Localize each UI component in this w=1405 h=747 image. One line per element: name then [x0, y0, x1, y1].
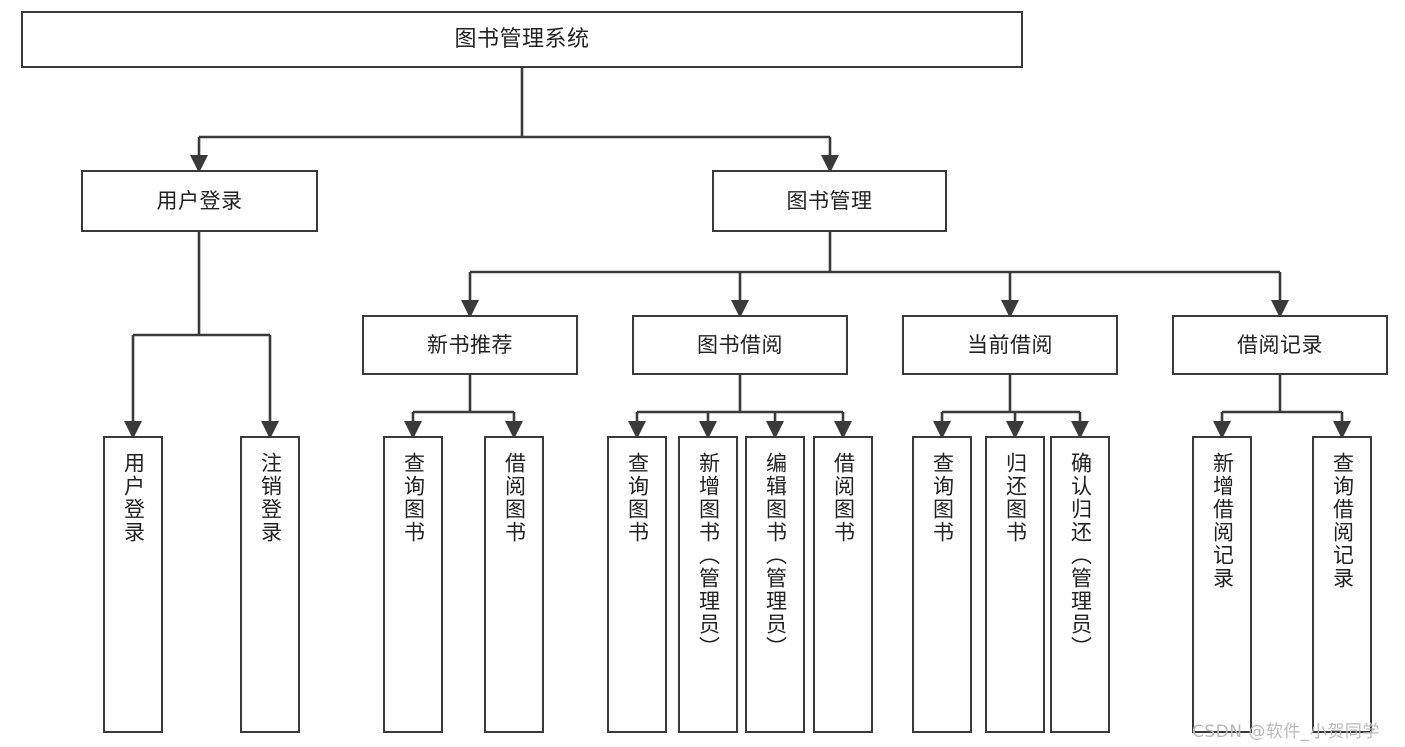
node-current-borrow[interactable]: 当前借阅	[902, 315, 1118, 375]
node-leaf-borrow-book-2[interactable]: 借阅图书	[813, 436, 873, 733]
node-leaf-return-book[interactable]: 归还图书	[985, 436, 1045, 733]
node-leaf-add-book[interactable]: 新增图书（管理员）	[678, 436, 738, 733]
node-leaf-return-book-label: 归还图书	[1003, 452, 1028, 544]
node-leaf-logout-label: 注销登录	[258, 452, 283, 544]
node-leaf-edit-book[interactable]: 编辑图书（管理员）	[745, 436, 805, 733]
node-leaf-query-book-2[interactable]: 查询图书	[607, 436, 667, 733]
node-user-login[interactable]: 用户登录	[81, 170, 318, 232]
node-leaf-borrow-book-1-label: 借阅图书	[502, 452, 527, 544]
node-book-manage[interactable]: 图书管理	[712, 170, 947, 232]
node-leaf-user-login[interactable]: 用户登录	[103, 436, 163, 733]
node-new-book-rec[interactable]: 新书推荐	[362, 315, 578, 375]
node-leaf-user-login-label: 用户登录	[121, 452, 146, 544]
node-book-borrow[interactable]: 图书借阅	[632, 315, 848, 375]
node-leaf-add-record[interactable]: 新增借阅记录	[1192, 436, 1252, 733]
watermark: CSDN @软件_小贺同学	[1192, 722, 1380, 742]
node-leaf-confirm-return[interactable]: 确认归还（管理员）	[1050, 436, 1110, 733]
node-current-borrow-label: 当前借阅	[967, 332, 1053, 357]
node-leaf-add-record-label: 新增借阅记录	[1210, 452, 1235, 590]
node-leaf-query-book-2-label: 查询图书	[625, 452, 650, 544]
node-leaf-add-book-label: 新增图书（管理员）	[696, 452, 721, 659]
node-leaf-query-record-label: 查询借阅记录	[1330, 452, 1355, 590]
node-leaf-borrow-book-2-label: 借阅图书	[831, 452, 856, 544]
node-leaf-edit-book-label: 编辑图书（管理员）	[763, 452, 788, 659]
node-leaf-query-book-1[interactable]: 查询图书	[383, 436, 443, 733]
node-new-book-rec-label: 新书推荐	[427, 332, 513, 357]
node-leaf-borrow-book-1[interactable]: 借阅图书	[484, 436, 544, 733]
node-root-label: 图书管理系统	[454, 26, 590, 52]
node-leaf-query-book-3-label: 查询图书	[930, 452, 955, 544]
node-leaf-logout[interactable]: 注销登录	[240, 436, 300, 733]
node-leaf-query-book-3[interactable]: 查询图书	[912, 436, 972, 733]
node-user-login-label: 用户登录	[156, 188, 243, 213]
node-leaf-confirm-return-label: 确认归还（管理员）	[1068, 452, 1093, 659]
node-book-manage-label: 图书管理	[786, 188, 873, 213]
node-leaf-query-book-1-label: 查询图书	[401, 452, 426, 544]
node-borrow-record[interactable]: 借阅记录	[1172, 315, 1388, 375]
node-root[interactable]: 图书管理系统	[21, 11, 1023, 68]
node-leaf-query-record[interactable]: 查询借阅记录	[1312, 436, 1372, 733]
node-borrow-record-label: 借阅记录	[1237, 332, 1323, 357]
node-book-borrow-label: 图书借阅	[697, 332, 783, 357]
